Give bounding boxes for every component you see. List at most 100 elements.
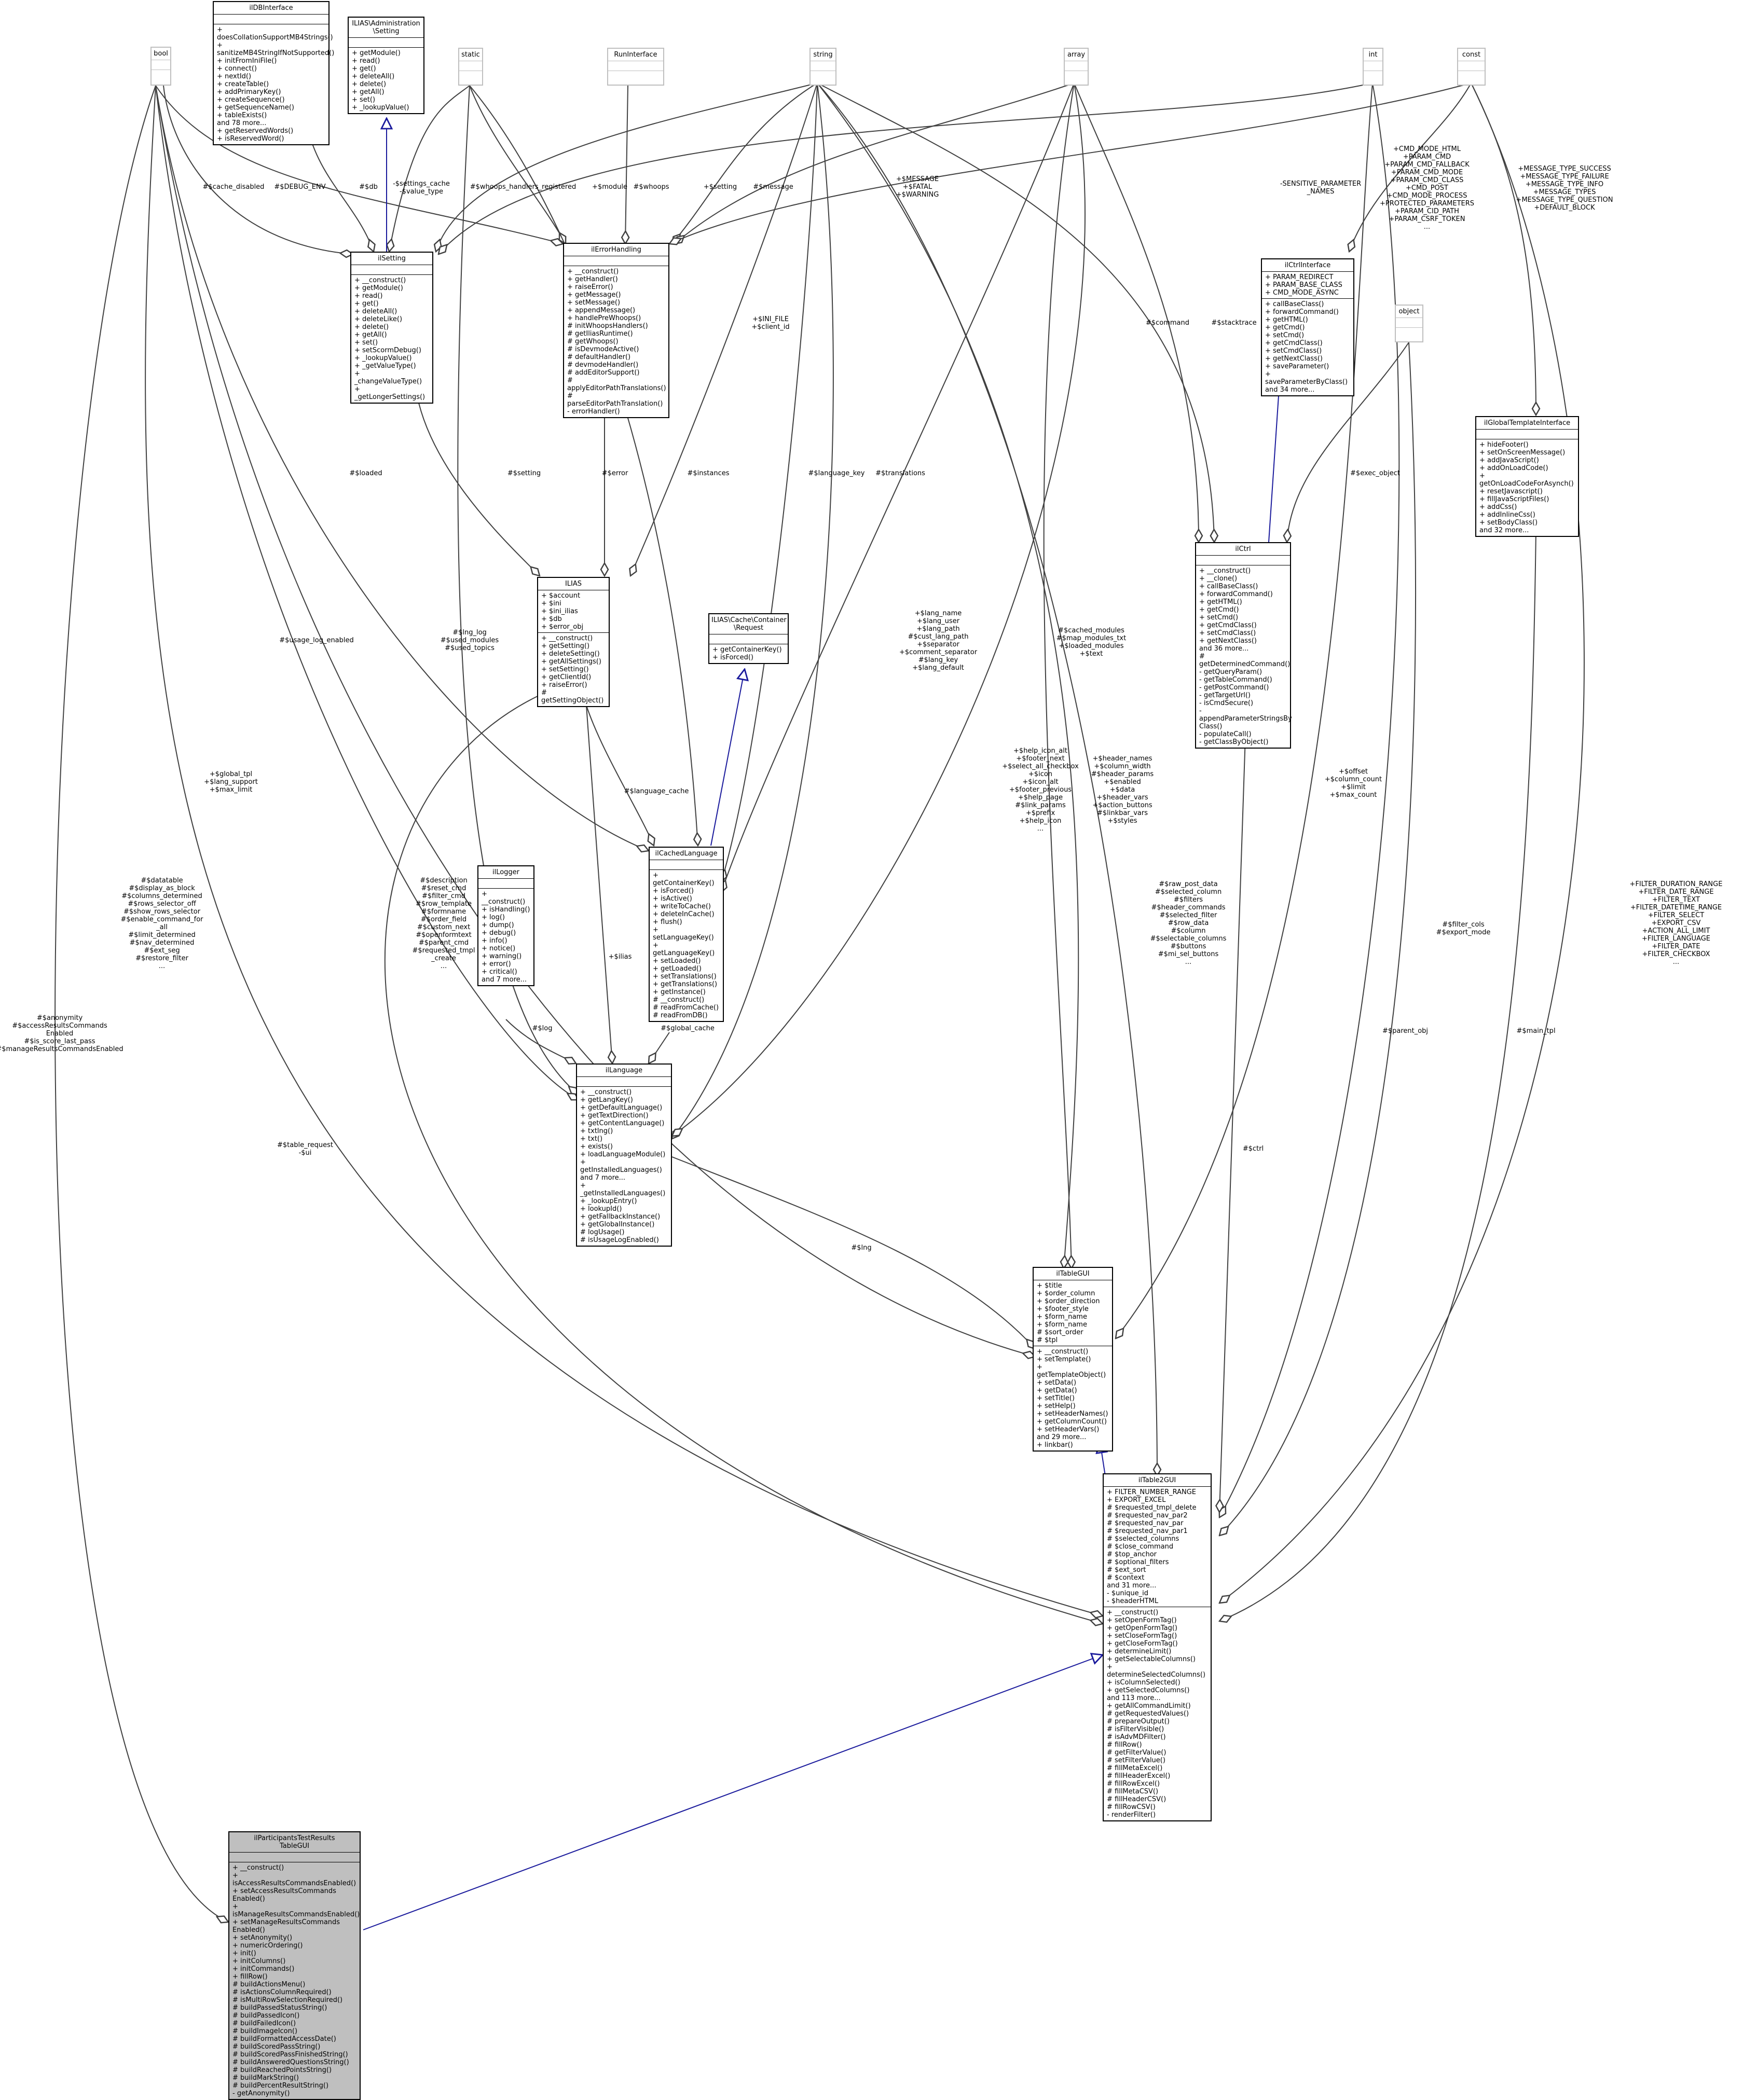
member-line: - getTableCommand()	[1199, 676, 1272, 684]
edge-label-cache-disabled: #$cache_disabled	[202, 183, 265, 191]
member-line: + getAll()	[352, 88, 385, 96]
member-line: + fillRow()	[232, 1973, 268, 1981]
class-ilglobaltemplateinterface[interactable]: ilGlobalTemplateInterface + hideFooter()…	[1475, 416, 1579, 537]
member-line: # fillRowExcel()	[1107, 1780, 1160, 1788]
class-administration-setting[interactable]: ILIAS\Administration \Setting + getModul…	[348, 17, 424, 114]
member-line: + getNextClass()	[1265, 355, 1323, 363]
member-line: and 7 more...	[580, 1174, 626, 1182]
class-bool[interactable]: bool	[150, 47, 171, 86]
class-iltablegui[interactable]: ilTableGUI + $title+ $order_column+ $ord…	[1033, 1267, 1113, 1452]
class-ilctrl[interactable]: ilCtrl + __construct()+ __clone()+ callB…	[1195, 542, 1292, 749]
class-ilias[interactable]: ILIAS + $account+ $ini+ $ini_ilias+ $db+…	[537, 577, 610, 707]
edge-const-errorhandling	[669, 82, 1472, 244]
member-line: + getData()	[1037, 1387, 1077, 1394]
member-line: + isColumnSelected()	[1107, 1679, 1181, 1687]
member-line: + error()	[482, 960, 511, 968]
member-line: + createTable()	[217, 80, 269, 88]
member-line: + getTextDirection()	[580, 1112, 649, 1120]
class-string[interactable]: string	[809, 48, 836, 86]
member-line: + setHelp()	[1037, 1402, 1076, 1410]
member-line: # $context	[1107, 1574, 1145, 1582]
member-line: + raiseError()	[567, 283, 613, 291]
member-line: + resetJavascript()	[1479, 488, 1543, 495]
class-ildbinterface[interactable]: ilDBInterface + doesCollationSupportMB4S…	[213, 1, 334, 145]
class-static[interactable]: static	[458, 48, 483, 86]
member-line: # setFilterValue()	[1107, 1757, 1165, 1764]
edge-cachedlanguage-language	[649, 1032, 670, 1063]
member-line: # buildPassedStatusString()	[232, 2004, 327, 2012]
class-cache-container-request[interactable]: ILIAS\Cache\Container \Request + getCont…	[708, 613, 789, 664]
member-line: + getContainerKey()	[653, 872, 715, 887]
member-line: # fillHeaderExcel()	[1107, 1772, 1171, 1780]
member-line: + __construct()	[541, 634, 593, 642]
edge-static-language	[457, 85, 579, 1095]
member-line: # getFilterValue()	[1107, 1749, 1166, 1757]
edge-ilsetting-ilias	[415, 383, 540, 576]
member-line: # fillHeaderCSV()	[1107, 1795, 1166, 1803]
class-object[interactable]: object	[1395, 305, 1423, 342]
member-line: + initFromIniFile()	[217, 57, 277, 65]
member-line: + __construct()	[482, 890, 526, 906]
class-ilparticipantstestresultstablegui[interactable]: ilParticipantsTestResults TableGUI + __c…	[228, 1831, 361, 2100]
member-line: # readFromDB()	[653, 1012, 708, 1019]
member-line: + _lookupValue()	[354, 354, 412, 362]
class-illogger[interactable]: ilLogger + __construct()+ isHandling()+ …	[477, 865, 534, 986]
member-line: + txt()	[580, 1135, 603, 1143]
member-line: + getContainerKey()	[712, 646, 782, 654]
member-line: + isReservedWord()	[217, 135, 284, 143]
member-line: + info()	[482, 937, 507, 945]
class-const[interactable]: const	[1457, 48, 1486, 86]
member-line: + loadLanguageModule()	[580, 1151, 666, 1158]
member-line: # $requested_tmpl_delete	[1107, 1504, 1197, 1512]
ilctrlinterface-methods: + callBaseClass()+ forwardCommand()+ get…	[1262, 299, 1353, 395]
edge-dbinterface-ilsetting	[308, 132, 374, 252]
edge-ilias-table2gui	[384, 695, 1103, 1624]
class-array[interactable]: array	[1064, 48, 1089, 86]
edge-array-language	[672, 82, 1086, 1136]
member-line: + deleteAll()	[352, 73, 395, 80]
edge-label-sensitive: -SENSITIVE_PARAMETER _NAMES	[1280, 180, 1362, 196]
member-line: + doesCollationSupportMB4Strings()	[217, 26, 333, 42]
edge-label-setting-hash: #$setting	[507, 469, 541, 477]
class-int[interactable]: int	[1363, 48, 1383, 86]
member-line: + getTemplateObject()	[1037, 1363, 1106, 1379]
member-line: # parseEditorPathTranslation()	[567, 392, 663, 408]
ilcachedlanguage-methods: + getContainerKey()+ isForced()+ isActiv…	[650, 870, 723, 1021]
class-ilsetting[interactable]: ilSetting + __construct()+ getModule()+ …	[350, 252, 433, 404]
edge-label-description: #$description #$reset_cmd #$filter_cmd #…	[412, 877, 475, 970]
member-line: # fillMetaCSV()	[1107, 1788, 1159, 1795]
member-line: + linkbar()	[1037, 1441, 1073, 1449]
member-line: # $tpl	[1037, 1336, 1058, 1344]
class-iltable2gui[interactable]: ilTable2GUI + FILTER_NUMBER_RANGE+ EXPOR…	[1103, 1473, 1212, 1821]
member-line: + _lookupEntry()	[580, 1197, 637, 1205]
edge-static-ilsetting	[389, 85, 470, 252]
edge-label-lng: #$lng	[851, 1244, 872, 1252]
member-line: + createSequence()	[217, 96, 285, 104]
member-line: + getLangKey()	[580, 1096, 633, 1104]
member-line: + exists()	[580, 1143, 613, 1151]
member-line: # isMultiRowSelectionRequired()	[232, 1996, 343, 2004]
edge-array-errorhandling	[675, 82, 1075, 244]
member-line: + get()	[354, 300, 379, 308]
member-line: + saveParameterByClass()	[1265, 370, 1348, 386]
class-runinterface[interactable]: RunInterface	[607, 48, 664, 86]
member-line: + connect()	[217, 65, 257, 73]
member-line: + getSetting()	[541, 642, 590, 650]
member-line: + _lookupValue()	[352, 104, 409, 112]
member-line: + delete()	[354, 323, 389, 331]
member-line: + __construct()	[567, 268, 619, 275]
member-line: + getLanguageKey()	[653, 942, 715, 957]
member-line: # addEditorSupport()	[567, 369, 640, 377]
class-ilerrorhandling[interactable]: ilErrorHandling + __construct()+ getHand…	[563, 243, 669, 418]
edge-ilctrl-table2gui	[1219, 736, 1246, 1512]
member-line: + getAllSettings()	[541, 658, 601, 666]
member-line: + getAll()	[354, 331, 387, 339]
member-line: + isAccessResultsCommandsEnabled()	[232, 1872, 356, 1887]
edge-string-errorhandling	[672, 82, 818, 244]
class-ilctrlinterface[interactable]: ilCtrlInterface + PARAM_REDIRECT+ PARAM_…	[1261, 258, 1354, 396]
edge-label-header-names: +$header_names +$column_width #$header_p…	[1091, 755, 1154, 825]
member-line: + CMD_MODE_ASYNC	[1265, 289, 1339, 297]
class-ilcachedlanguage[interactable]: ilCachedLanguage + getContainerKey()+ is…	[649, 847, 724, 1022]
class-illanguage[interactable]: ilLanguage + __construct()+ getLangKey()…	[576, 1063, 672, 1247]
ilerrorhandling-methods: + __construct()+ getHandler()+ raiseErro…	[564, 266, 668, 417]
